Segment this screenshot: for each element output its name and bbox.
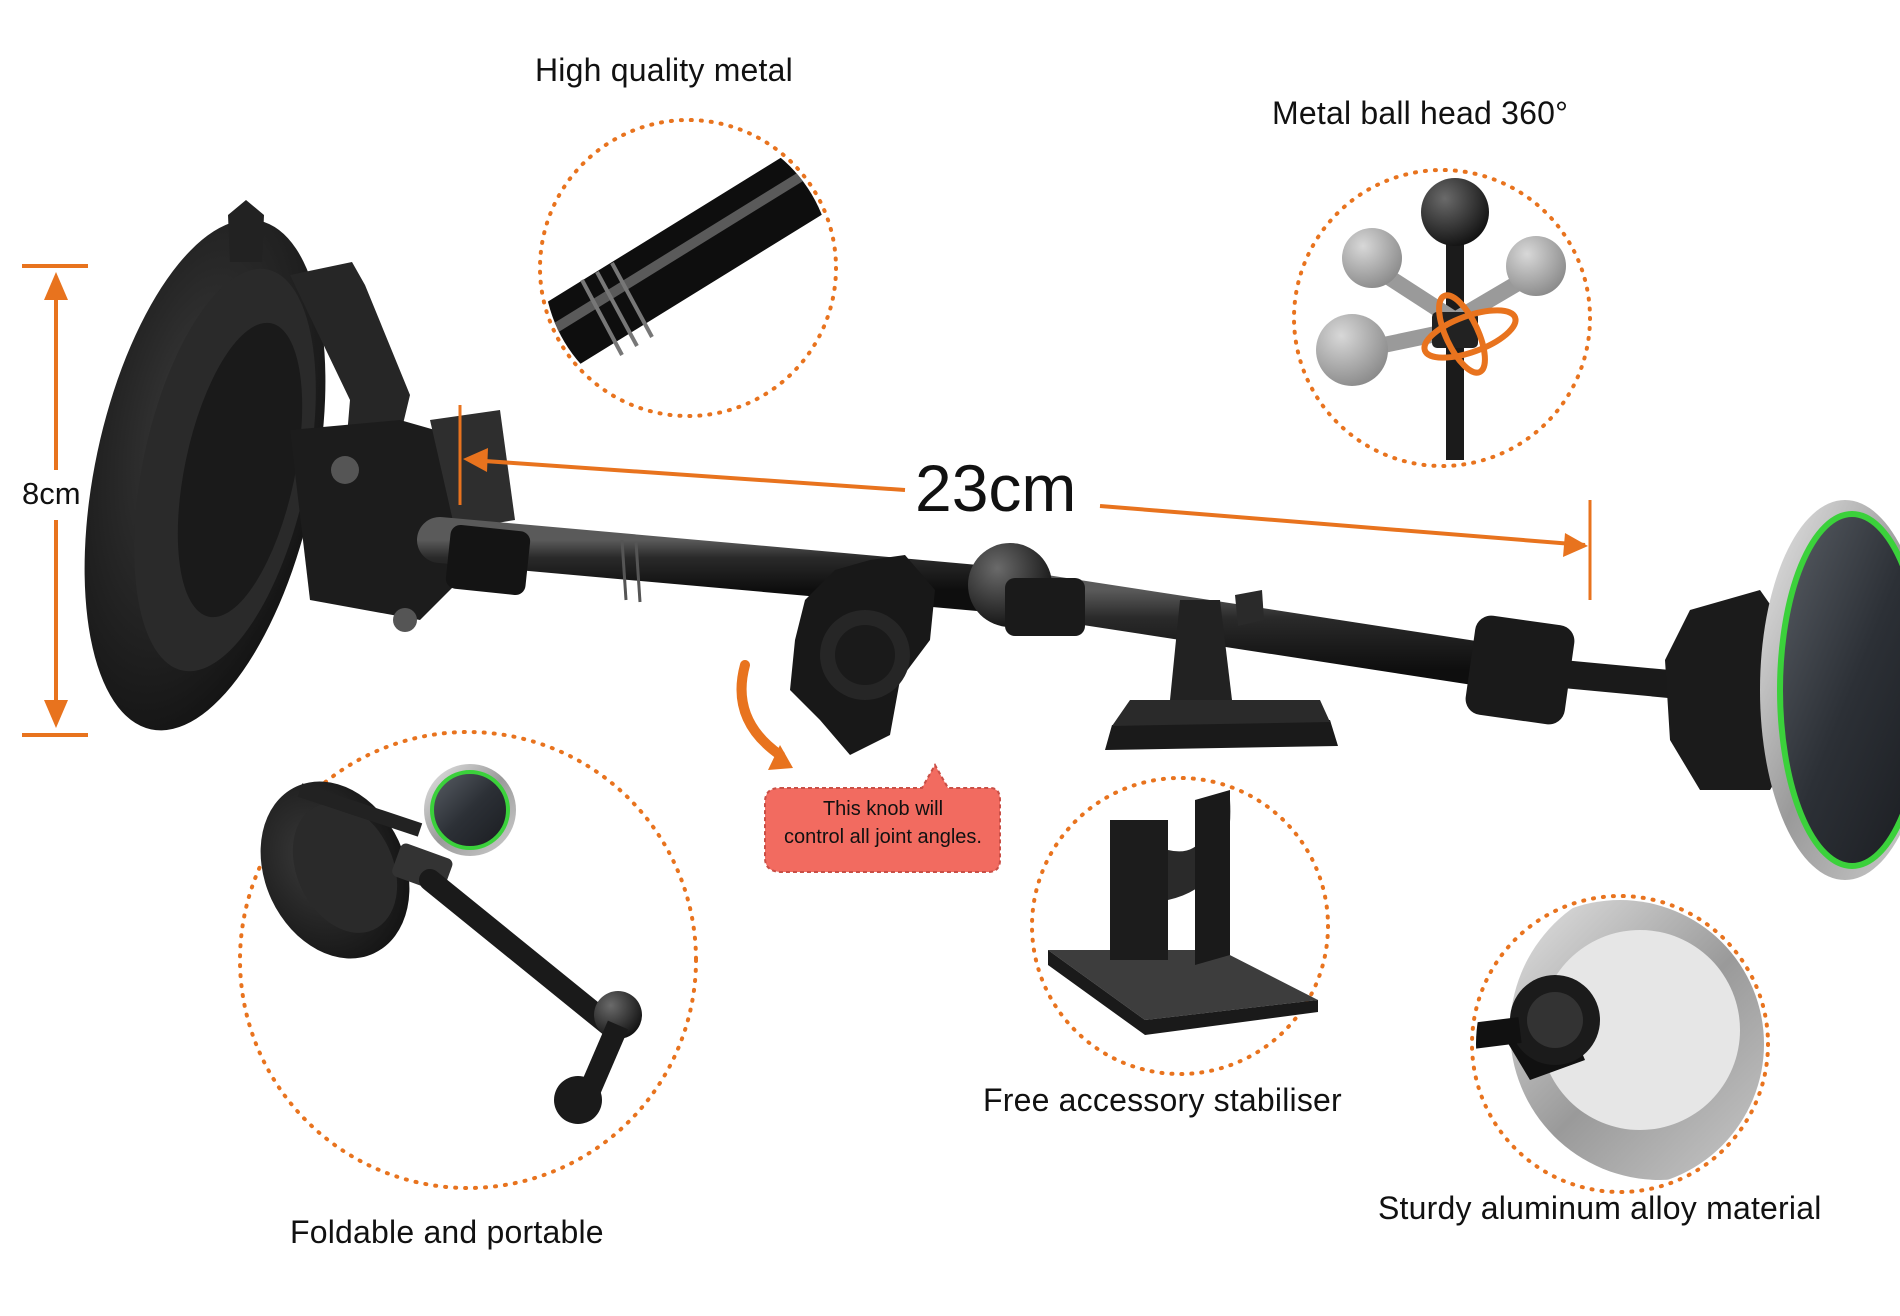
callout-line-1: This knob will xyxy=(822,798,944,820)
height-dimension xyxy=(22,264,88,737)
height-value: 8cm xyxy=(22,476,81,511)
callout-text: This knob will control all joint angles. xyxy=(765,795,1001,851)
length-arrow-right xyxy=(1099,504,1586,547)
length-arrow-left xyxy=(469,458,906,492)
label-aluminum: Sturdy aluminum alloy material xyxy=(1378,1190,1822,1226)
label-stabiliser: Free accessory stabiliser xyxy=(983,1082,1342,1118)
foldable-mount-image xyxy=(260,764,642,1124)
ring-metal-ball-head xyxy=(1292,168,1592,468)
stabiliser-image xyxy=(1048,790,1318,1035)
ring-high-quality-metal xyxy=(538,118,838,418)
label-foldable: Foldable and portable xyxy=(290,1214,604,1250)
length-dimension xyxy=(458,405,1592,600)
aluminum-magnet-image xyxy=(1476,900,1764,1180)
ring-foldable xyxy=(238,730,698,1190)
length-value: 23cm xyxy=(915,451,1077,525)
ring-stabiliser xyxy=(1030,776,1330,1076)
callout-bubble xyxy=(764,762,1001,873)
rod-closeup-image xyxy=(544,124,832,395)
label-metal-ball-head: Metal ball head 360° xyxy=(1272,95,1569,131)
callout-line-2: control all joint angles. xyxy=(784,826,982,848)
ball-head-closeup-image xyxy=(1316,178,1566,460)
curved-arrow-icon xyxy=(736,660,785,760)
label-high-quality-metal: High quality metal xyxy=(535,52,793,88)
main-mount-image xyxy=(84,200,1900,880)
ring-aluminum xyxy=(1470,894,1770,1194)
